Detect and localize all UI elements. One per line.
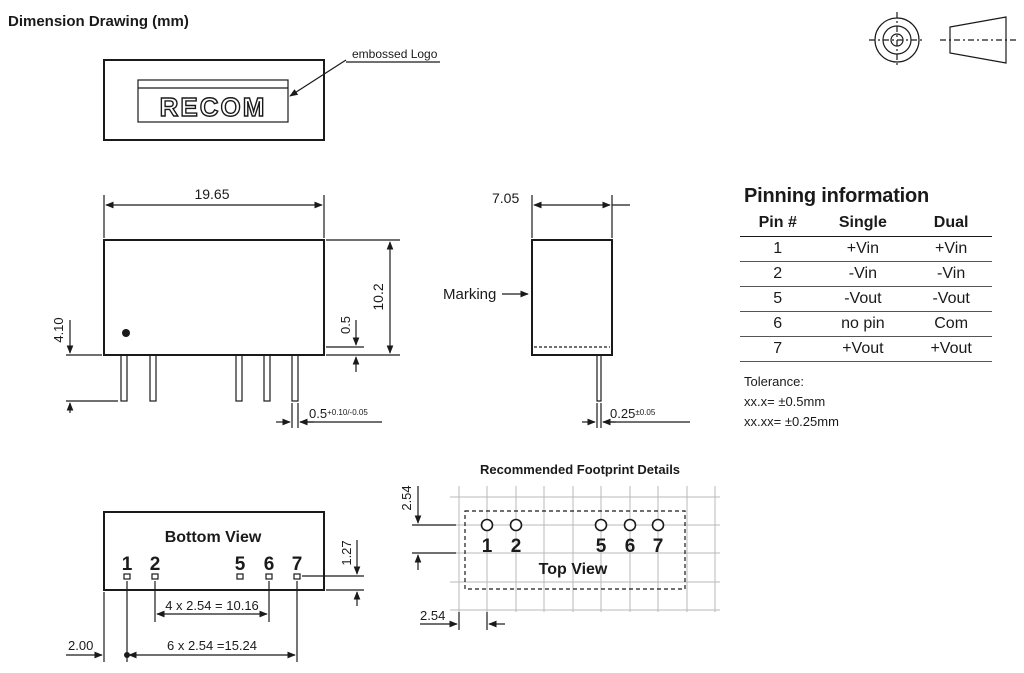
bottom-pin-label: 7 [292, 554, 303, 575]
bottom-view: Bottom View 1 2 5 6 7 1.27 4 x 2.54 = 10… [66, 511, 364, 662]
pin-length-dimension: 4.10 [51, 317, 66, 342]
footprint-pin-label: 2 [511, 536, 522, 557]
pinning-title: Pinning information [744, 185, 930, 207]
side-view: 7.05 Marking 0.25±0.05 [443, 190, 690, 428]
table-row: 6 no pin Com [740, 311, 992, 337]
projection-symbol [869, 12, 1016, 68]
front-view: 19.65 10.2 0.5 4.10 0.5+0.10/-0.05 [51, 186, 400, 428]
span-dimension-2: 6 x 2.54 =15.24 [167, 638, 257, 653]
footprint-view: Recommended Footprint Details 1 2 5 6 [399, 462, 720, 630]
dual-function: -Vin [910, 261, 992, 287]
single-function: -Vin [815, 261, 911, 287]
bottom-pin-label: 6 [264, 554, 275, 575]
standoff-dimension: 0.5 [338, 316, 353, 334]
column-header: Pin # [740, 212, 816, 237]
row-offset-dimension: 1.27 [339, 540, 354, 565]
width-dimension: 19.65 [194, 186, 229, 202]
pin-number: 2 [740, 261, 816, 287]
recom-logo: RECOM [160, 92, 267, 122]
pin-number: 1 [740, 236, 816, 262]
footprint-pin-label: 5 [596, 536, 607, 557]
grid-pitch-vertical: 2.54 [399, 485, 414, 510]
height-dimension: 10.2 [370, 283, 386, 310]
table-row: 1 +Vin +Vin [740, 236, 992, 262]
dual-function: +Vin [910, 236, 992, 262]
table-row: 5 -Vout -Vout [740, 286, 992, 312]
footprint-pin-label: 7 [653, 536, 664, 557]
bottom-pin-label: 1 [122, 554, 133, 575]
logo-callout: embossed Logo [352, 47, 438, 61]
drawing-title: Dimension Drawing (mm) [8, 13, 189, 30]
pin-number: 6 [740, 311, 816, 337]
tolerance-line: xx.x= ±0.5mm [744, 394, 826, 409]
logo-view: RECOM embossed Logo [103, 47, 440, 141]
single-function: no pin [815, 311, 911, 337]
tolerance-line: xx.xx= ±0.25mm [744, 414, 839, 429]
footprint-pin-label: 6 [625, 536, 636, 557]
table-row: 2 -Vin -Vin [740, 261, 992, 287]
grid-pitch-horizontal: 2.54 [420, 608, 445, 623]
column-header: Dual [910, 212, 992, 237]
bottom-view-title: Bottom View [165, 529, 262, 546]
bottom-pin-label: 2 [150, 554, 161, 575]
side-pin-width-dimension: 0.25±0.05 [610, 406, 656, 421]
footprint-grid [450, 486, 720, 612]
dual-function: -Vout [910, 286, 992, 312]
marking-label: Marking [443, 286, 496, 303]
pinning-panel: Pinning information Pin # Single Dual 1 … [740, 185, 994, 432]
pinning-table: Pin # Single Dual 1 +Vin +Vin 2 -Vin -Vi… [740, 212, 992, 362]
top-view-label: Top View [539, 561, 608, 578]
single-function: -Vout [815, 286, 911, 312]
single-function: +Vout [815, 336, 911, 362]
pin-number: 5 [740, 286, 816, 312]
table-header-row: Pin # Single Dual [740, 212, 992, 237]
span-dimension-1: 4 x 2.54 = 10.16 [165, 598, 259, 613]
bottom-pin-label: 5 [235, 554, 246, 575]
column-header: Single [815, 212, 911, 237]
footprint-pin-label: 1 [482, 536, 493, 557]
pin-number: 7 [740, 336, 816, 362]
pin-width-dimension: 0.5+0.10/-0.05 [309, 406, 368, 421]
footprint-title: Recommended Footprint Details [480, 462, 680, 477]
tolerance-note: Tolerance: xx.x= ±0.5mm xx.xx= ±0.25mm [744, 372, 994, 432]
dual-function: +Vout [910, 336, 992, 362]
table-row: 7 +Vout +Vout [740, 336, 992, 362]
edge-dimension: 2.00 [68, 638, 93, 653]
dual-function: Com [910, 311, 992, 337]
depth-dimension: 7.05 [492, 190, 519, 206]
single-function: +Vin [815, 236, 911, 262]
tolerance-title: Tolerance: [744, 374, 804, 389]
